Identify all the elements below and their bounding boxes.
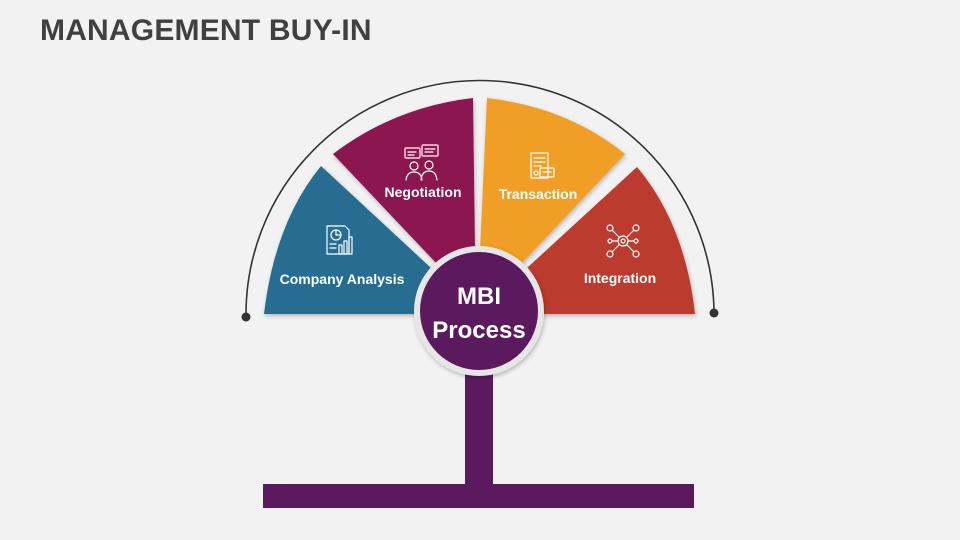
segment-label-company-analysis: Company Analysis bbox=[280, 271, 405, 287]
stand-base bbox=[263, 484, 694, 508]
segment-company-analysis[interactable] bbox=[264, 166, 431, 314]
arc-end-dot-right bbox=[709, 308, 719, 318]
segment-transaction[interactable] bbox=[480, 98, 625, 263]
segment-negotiation[interactable] bbox=[333, 98, 475, 265]
arc-end-dot-left bbox=[241, 312, 251, 322]
hub-line2: Process bbox=[432, 317, 525, 344]
hub-line1: MBI bbox=[457, 283, 501, 310]
negotiation-icon bbox=[404, 144, 439, 181]
stand-stem bbox=[465, 360, 493, 486]
transaction-document-icon bbox=[530, 152, 555, 179]
outer-arc bbox=[245, 79, 715, 317]
integration-network-icon bbox=[606, 224, 640, 258]
segment-label-negotiation: Negotiation bbox=[385, 184, 462, 200]
report-chart-icon bbox=[326, 225, 353, 255]
hub-circle[interactable] bbox=[420, 252, 538, 370]
segment-label-integration: Integration bbox=[584, 270, 656, 286]
page-title: MANAGEMENT BUY-IN bbox=[40, 14, 372, 47]
segment-integration[interactable] bbox=[527, 167, 695, 314]
segment-label-transaction: Transaction bbox=[499, 186, 578, 202]
